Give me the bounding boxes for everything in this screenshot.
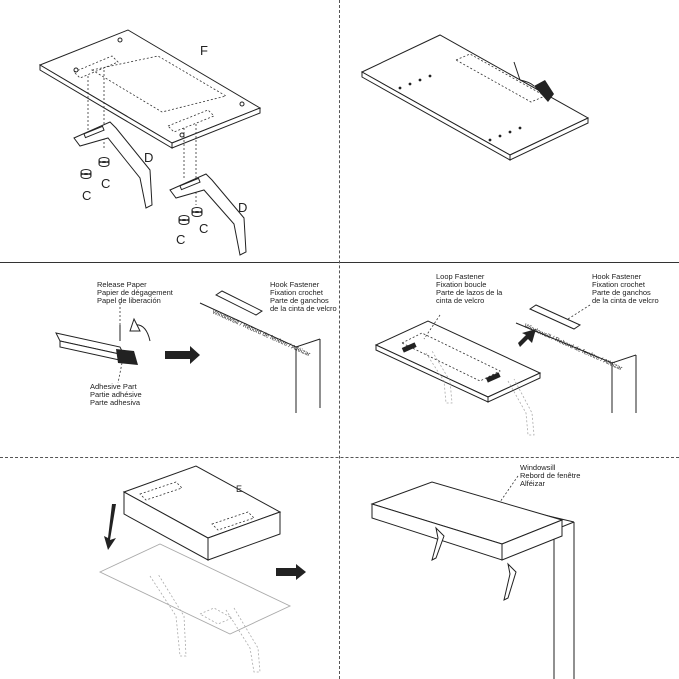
label-c-4: C: [199, 221, 208, 236]
step-5-illustration: E: [98, 465, 306, 673]
loop-fastener-label: Loop Fastener Fixation boucle Parte de l…: [436, 272, 504, 305]
label-c-3: C: [176, 232, 185, 247]
step-5-panel: E: [0, 458, 339, 679]
windowsill-caption-4: Windowsill / Rebord de fenêtre / Alféiza…: [523, 323, 623, 372]
step-1-illustration: F D D C C C C: [38, 29, 262, 256]
label-c-1: C: [82, 188, 91, 203]
step-4-panel: Windowsill / Rebord de fenêtre / Alféiza…: [340, 263, 679, 457]
adhesive-part-label: Adhesive Part Partie adhésive Parte adhe…: [90, 382, 144, 407]
release-paper-label: Release Paper Papier de dégagement Papel…: [97, 280, 175, 305]
step-1-panel: F D D C C C C: [0, 0, 339, 262]
windowsill-label-6: Windowsill Rebord de fenêtre Alféizar: [520, 463, 583, 488]
hook-fastener-label-4: Hook Fastener Fixation crochet Parte de …: [592, 272, 659, 305]
step-2-panel: [340, 0, 679, 262]
label-f: F: [200, 43, 208, 58]
label-d-1: D: [144, 150, 153, 165]
label-c-2: C: [101, 176, 110, 191]
column-divider: [339, 0, 340, 679]
step-6-illustration: Windowsill Rebord de fenêtre Alféizar: [370, 463, 583, 679]
step-4-illustration: Windowsill / Rebord de fenêtre / Alféiza…: [374, 272, 659, 436]
hook-fastener-label-3: Hook Fastener Fixation crochet Parte de …: [270, 280, 337, 313]
step-6-panel: Windowsill Rebord de fenêtre Alféizar: [340, 458, 679, 679]
label-d-2: D: [238, 200, 247, 215]
step-3-panel: Windowsill / Rebord de fenêtre / Alféiza…: [0, 263, 339, 457]
step-2-illustration: [360, 34, 590, 161]
step-3-illustration: Windowsill / Rebord de fenêtre / Alféiza…: [55, 280, 337, 413]
windowsill-caption-3: Windowsill / Rebord de fenêtre / Alféiza…: [211, 309, 311, 358]
label-e: E: [236, 484, 242, 494]
